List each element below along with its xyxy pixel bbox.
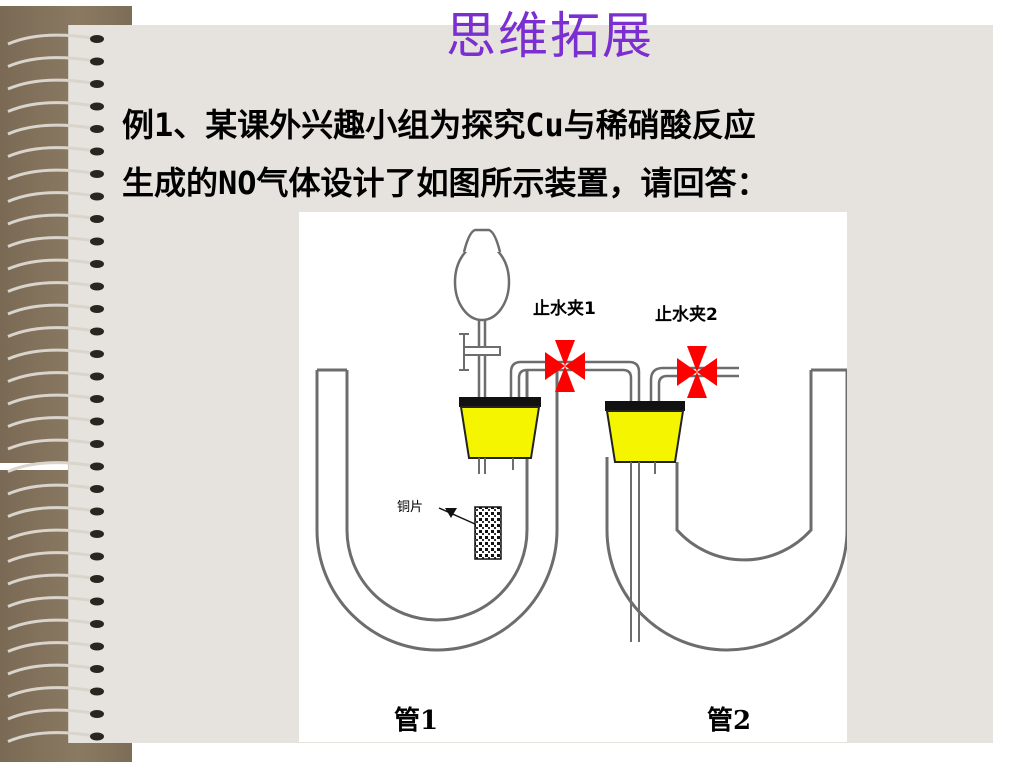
spiral-ring xyxy=(7,123,93,136)
separatory-funnel xyxy=(453,242,511,322)
spiral-ring xyxy=(7,303,93,316)
spiral-ring xyxy=(7,731,93,743)
spiral-ring xyxy=(7,236,93,248)
u-tube-1-inner xyxy=(345,370,529,622)
question-text: 例1、某课外兴趣小组为探究Cu与稀硝酸反应 生成的NO气体设计了如图所示装置，请… xyxy=(122,96,1022,212)
binding-hole xyxy=(90,620,104,628)
binding-hole xyxy=(90,597,104,606)
binding-hole xyxy=(90,125,104,133)
spiral-ring xyxy=(7,686,93,698)
clamp-2-label: 止水夹2 xyxy=(655,305,718,325)
copper-strip xyxy=(474,506,502,560)
spiral-ring xyxy=(7,258,93,271)
spiral-ring xyxy=(7,168,93,181)
rubber-stopper-1 xyxy=(459,406,541,459)
spiral-ring xyxy=(7,281,93,293)
binding-hole xyxy=(90,57,104,66)
spiral-ring xyxy=(7,371,93,383)
spiral-ring xyxy=(7,528,93,541)
copper-label: 铜片 xyxy=(397,500,424,515)
pinch-clamp-1 xyxy=(545,340,585,392)
binding-hole xyxy=(90,395,104,403)
spiral-ring xyxy=(7,663,93,676)
spiral-ring xyxy=(7,393,93,406)
spiral-ring xyxy=(7,708,93,721)
spiral-ring xyxy=(7,326,93,338)
binding-hole xyxy=(90,170,104,178)
apparatus-diagram xyxy=(315,228,847,652)
spiral-ring xyxy=(7,551,93,563)
binding-hole xyxy=(90,665,104,673)
spiral-ring xyxy=(7,146,93,158)
u-tube-1 xyxy=(315,370,559,652)
spiral-ring xyxy=(7,213,93,226)
binding-hole xyxy=(90,192,104,201)
spiral-ring xyxy=(7,506,93,518)
pinch-clamp-2 xyxy=(677,346,717,398)
binding-hole xyxy=(90,305,104,313)
binding-hole xyxy=(90,530,104,538)
binding-hole xyxy=(90,507,104,516)
u-tube-2-inner xyxy=(675,370,813,562)
spiral-ring xyxy=(7,78,93,91)
binding-hole xyxy=(90,350,104,358)
binding-hole xyxy=(90,215,104,223)
spiral-ring xyxy=(7,618,93,631)
binding-hole xyxy=(90,237,104,246)
spiral-ring xyxy=(7,56,93,68)
binding-hole xyxy=(90,147,104,156)
clamp-1-label: 止水夹1 xyxy=(533,299,596,319)
rubber-stopper-2 xyxy=(605,410,685,463)
tube-2-label: 管2 xyxy=(707,706,752,736)
spiral-ring xyxy=(7,596,93,608)
spiral-ring xyxy=(7,483,93,496)
binding-hole xyxy=(90,642,104,651)
binding-hole xyxy=(90,35,104,43)
spiral-ring xyxy=(7,438,93,451)
binding-hole xyxy=(90,260,104,268)
spiral-ring xyxy=(7,641,93,653)
binding-hole xyxy=(90,440,104,448)
binding-hole xyxy=(90,327,104,336)
spiral-ring xyxy=(7,461,93,473)
binding-hole xyxy=(90,372,104,381)
spiral-ring xyxy=(7,348,93,361)
apparatus-figure: 止水夹1 止水夹2 铜片 管1 管2 xyxy=(299,212,847,742)
slide-title: 思维拓展 xyxy=(446,7,654,65)
binding-hole xyxy=(90,485,104,493)
binding-hole xyxy=(90,80,104,88)
spiral-ring xyxy=(7,33,93,46)
binding-hole xyxy=(90,710,104,718)
binding-hole xyxy=(90,102,104,111)
spiral-ring xyxy=(7,101,93,113)
question-line-1: 例1、某课外兴趣小组为探究Cu与稀硝酸反应 xyxy=(122,106,756,144)
spiral-binding xyxy=(7,33,104,743)
binding-hole xyxy=(90,732,104,741)
binding-hole xyxy=(90,552,104,561)
u-tube-2 xyxy=(605,370,847,652)
binding-hole xyxy=(90,687,104,696)
binding-hole xyxy=(90,462,104,471)
binding-hole xyxy=(90,575,104,583)
spiral-ring xyxy=(7,573,93,586)
spiral-ring xyxy=(7,416,93,428)
binding-hole xyxy=(90,282,104,291)
tube-1-label: 管1 xyxy=(394,706,439,736)
question-line-2: 生成的NO气体设计了如图所示装置，请回答： xyxy=(122,164,769,202)
spiral-ring xyxy=(7,191,93,203)
binding-hole xyxy=(90,417,104,426)
